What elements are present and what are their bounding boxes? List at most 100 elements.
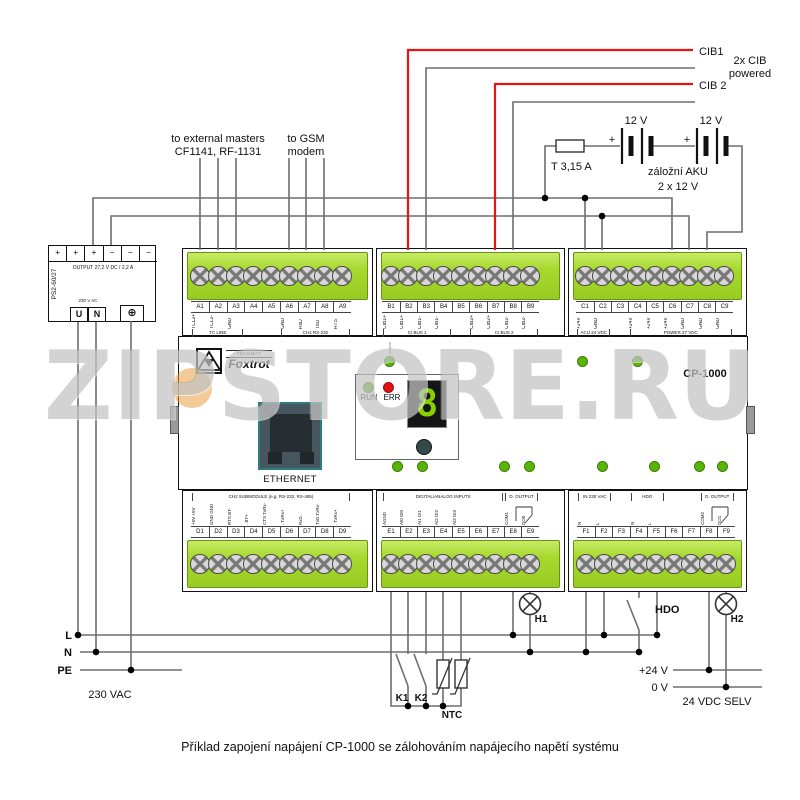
battery-1-icon	[620, 128, 654, 164]
screw-terminal-A2	[207, 266, 228, 286]
ntc1-symbol	[436, 659, 450, 689]
terminal-signal-E1: AGND	[383, 511, 387, 525]
wire-gsm	[288, 158, 325, 250]
wire-plus27v-rail	[92, 197, 673, 250]
psu-terminal-minus: −	[103, 246, 122, 262]
io-led-icon	[392, 461, 403, 472]
err-led-icon	[383, 382, 394, 393]
terminal-label-E6: E6	[469, 527, 486, 537]
screw-terminal-A9	[332, 266, 352, 286]
terminal-label-C1: C1	[581, 304, 589, 310]
wire-cib2-plus	[493, 82, 693, 250]
h2-label: H2	[731, 614, 744, 625]
gsm-note-line1: to GSM	[287, 133, 324, 145]
psu-terminal-u: U	[70, 307, 88, 322]
terminal-signal-E2: AI0 DI0	[400, 509, 405, 525]
battery1-voltage-label: 12 V	[625, 115, 648, 127]
screw-terminal-D5	[261, 554, 281, 574]
screw-terminal-E7	[485, 554, 506, 574]
terminal-signal-A6: GND	[280, 317, 286, 329]
terminal-label-B6: B6	[469, 302, 486, 312]
battery2-voltage-label: 12 V	[700, 115, 723, 127]
terminal-label-D1: D1	[196, 529, 204, 535]
brand-foxtrot-label: Foxtrot	[228, 357, 270, 371]
terminal-signal-B7: CIB2+	[487, 314, 493, 329]
terminal-signal-D5: CTS TxRx-	[263, 502, 267, 525]
screw-terminal-E8	[502, 554, 523, 574]
terminal-signal-E5: AI3 DI3	[452, 509, 457, 525]
screw-terminal-F7	[681, 554, 701, 574]
terminal-signal-E9: DO0	[522, 515, 527, 525]
screw-terminal-F3	[611, 554, 631, 574]
masters-note-line2: CF1141, RF-1131	[175, 146, 261, 158]
terminal-label-F1: F1	[582, 529, 590, 535]
terminal-group-C: ACU 24 VDC	[577, 329, 611, 337]
terminal-signal-B1: CIB1+	[383, 314, 388, 329]
battery-2-icon	[695, 128, 729, 164]
line-pe-label: PE	[57, 665, 72, 677]
screw-terminal-C1	[575, 266, 595, 286]
terminal-signal-B3: CIB1-	[417, 316, 423, 329]
psu-ground-terminal-icon: ⊕	[120, 305, 144, 322]
terminal-label-C7: C7	[680, 302, 698, 312]
terminal-label-A6: A6	[279, 302, 298, 312]
mode-button	[416, 439, 432, 455]
ethernet-label: ETHERNET	[263, 474, 317, 485]
terminal-signal-C6: +24V	[664, 317, 669, 329]
terminal-signal-C1: +24V	[577, 317, 582, 329]
rj45-foot-icon	[268, 452, 282, 464]
wire-cib1-minus	[425, 67, 695, 250]
screw-terminal-B5	[450, 266, 471, 286]
terminal-signal-F2: L	[595, 522, 600, 525]
cib-note-line1: 2x CIB	[733, 55, 766, 67]
screw-terminal-F5	[646, 554, 666, 574]
power-supply-ps2: + + + − − − OUTPUT 27,2 V DC / 2,2 A PS2…	[48, 245, 158, 322]
terminal-label-C8: C8	[698, 302, 715, 312]
gsm-note-line2: modem	[288, 146, 325, 158]
psu-input-rating: 230 V AC	[78, 298, 98, 303]
terminal-signal-D9: . TxRx+	[334, 509, 338, 525]
display-value: 8	[415, 382, 439, 425]
terminal-signal-F8: COM2	[700, 511, 705, 525]
k1-label: K1	[396, 693, 409, 704]
terminal-label-C6: C6	[663, 302, 680, 312]
screw-terminal-E2	[398, 554, 419, 574]
screw-terminal-D1	[190, 554, 210, 574]
screw-terminal-A6	[278, 266, 299, 286]
terminal-label-A8: A8	[315, 302, 333, 312]
terminal-signal-D8: TxD TxRx-	[316, 503, 321, 525]
psu-terminal-minus: −	[121, 246, 140, 262]
terminal-signal-D2: GND GND	[209, 503, 214, 525]
wire-cib2-minus	[512, 101, 695, 250]
psu-output-rating: OUTPUT 27,2 V DC / 2,2 A	[72, 265, 134, 271]
terminal-signal-A2: TCL2-	[209, 315, 215, 329]
screw-terminal-D2	[207, 554, 228, 574]
terminal-signal-D6: . TxRx+	[280, 509, 285, 525]
psu-terminal-plus: +	[49, 246, 68, 262]
terminal-signal-C4: +24V	[629, 317, 635, 329]
screw-terminal-E6	[468, 554, 488, 574]
terminal-label-F7: F7	[682, 527, 700, 537]
err-label: ERR	[383, 393, 401, 402]
terminal-label-E9: E9	[521, 527, 538, 537]
screw-terminal-E1	[381, 554, 401, 574]
io-led-icon	[694, 461, 705, 472]
terminal-signal-D7: RxD .	[298, 513, 303, 525]
terminal-label-B1: B1	[387, 304, 395, 310]
terminal-signal-F1: N	[578, 521, 582, 525]
screw-terminal-C3	[609, 266, 630, 286]
screw-terminal-B3	[415, 266, 436, 286]
screw-terminal-F9	[716, 554, 736, 574]
ntc2-diagonal	[450, 657, 471, 695]
cib2-label: CIB 2	[699, 80, 727, 92]
wire-cib1-plus	[406, 48, 693, 250]
terminal-signal-A8: TxD	[316, 319, 322, 329]
wire-battery-return	[706, 145, 743, 250]
teco-logo-icon	[196, 348, 222, 374]
lamp-h1-cross	[522, 596, 538, 612]
